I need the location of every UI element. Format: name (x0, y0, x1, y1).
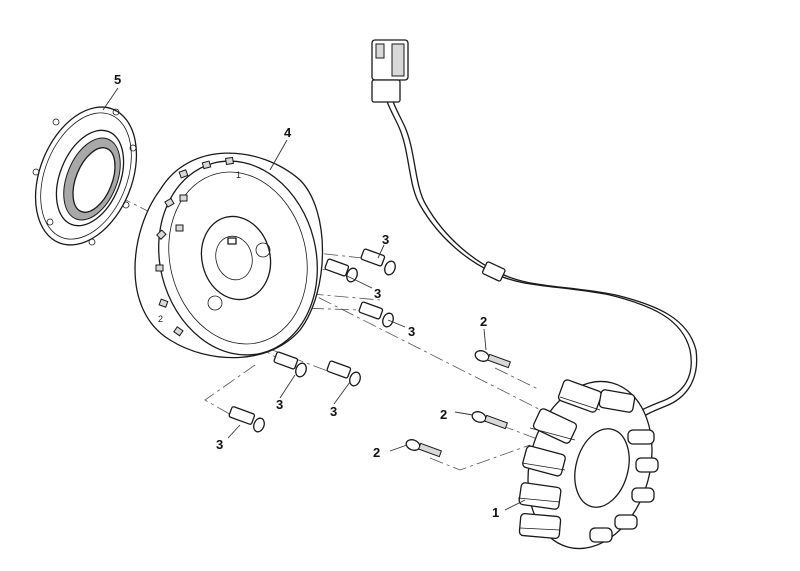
stator-wire-harness (371, 39, 698, 425)
callout-flywheel-bolt-e: 3 (330, 404, 337, 419)
callout-flywheel-bolt-b: 3 (374, 286, 381, 301)
callout-flywheel-bolt-c: 3 (408, 324, 415, 339)
callout-starter-clutch: 5 (114, 72, 121, 87)
starter-clutch-bearing (32, 106, 138, 246)
stator-bolt-a (474, 350, 512, 369)
callout-flywheel-bolt-f: 3 (216, 437, 223, 452)
stator (517, 379, 659, 550)
flywheel-bolt-a (360, 248, 396, 276)
flywheel-mark-one: 1 (236, 170, 241, 180)
flywheel-bolt-b (324, 258, 358, 283)
stator-bolt-c (405, 439, 443, 458)
callout-stator: 1 (492, 505, 499, 520)
callout-stator-bolt-b: 2 (440, 407, 447, 422)
flywheel-bolt-e (326, 360, 361, 387)
stator-bolt-b (471, 411, 509, 430)
callout-stator-bolt-c: 2 (373, 445, 380, 460)
flywheel-bolt-d (273, 351, 307, 378)
callout-flywheel-bolt-a: 3 (382, 232, 389, 247)
flywheel-mark-two: 2 (158, 314, 163, 324)
flywheel: 1 2 (134, 152, 324, 359)
flywheel-bolt-c (358, 301, 394, 328)
callout-labels: 5 4 3 3 3 3 3 3 2 2 2 1 (114, 72, 499, 520)
leader-lines (102, 87, 526, 511)
callout-flywheel-bolt-d: 3 (276, 397, 283, 412)
flywheel-bolt-f (228, 406, 265, 433)
callout-flywheel: 4 (284, 125, 292, 140)
callout-stator-bolt-a: 2 (480, 314, 487, 329)
